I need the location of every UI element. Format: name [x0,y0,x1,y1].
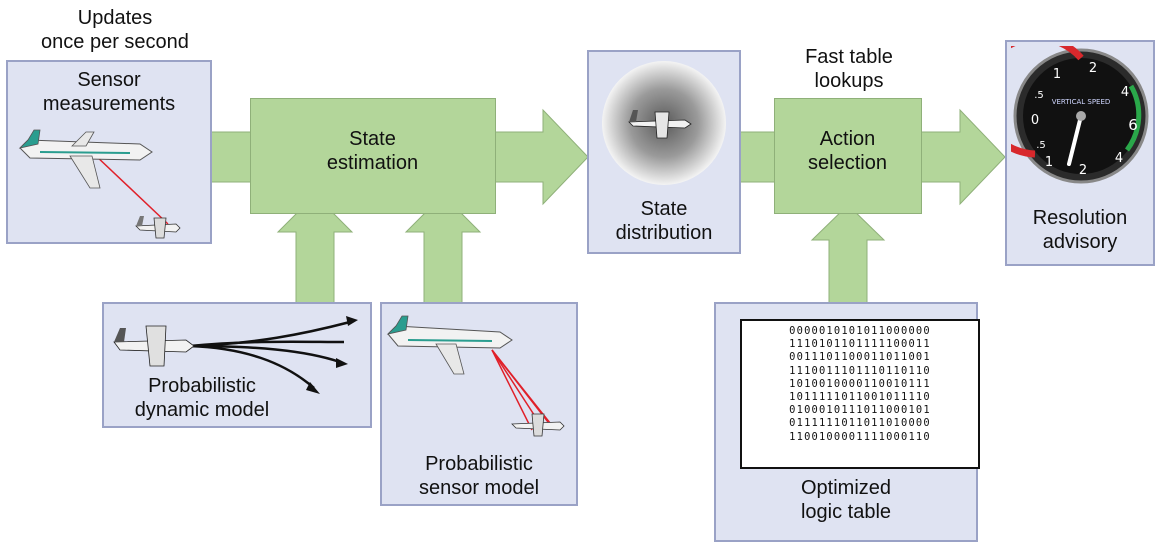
state-distribution-panel: State distribution [587,50,741,254]
resolution-advisory-panel: 1 2 4 .5 6 0 .5 1 2 4 VERTICAL SPEED Res… [1005,40,1155,266]
distribution-plane-icon [628,110,692,139]
resolution-advisory-label: Resolution advisory [1007,206,1153,254]
state-distribution-line-2: distribution [615,222,713,244]
arrow-table-up [810,204,886,304]
arrow-sensor-to-estimation [209,131,253,183]
resolution-advisory-line-2: advisory [1042,231,1118,253]
action-selection-box: Action selection [774,98,922,214]
action-selection-line-2: selection [808,152,887,174]
fast-table-label: Fast table lookups [776,45,922,93]
dynamic-model-panel: Probabilistic dynamic model [102,302,372,428]
bits-row: 0011101100011011001 [789,351,931,364]
dynamic-model-label: Probabilistic dynamic model [104,374,300,422]
gauge-caption: VERTICAL SPEED [1052,98,1111,106]
arrow-distribution-to-action [739,131,777,183]
state-estimation-box: State estimation [250,98,496,214]
sensor-model-line-2: sensor model [418,477,540,499]
updates-line-1: Updates [77,7,153,29]
updates-label: Updates once per second [20,6,210,54]
bits-row: 1100100001111000110 [789,430,931,443]
gauge-num-1: 1 [1053,67,1061,82]
fast-table-line-1: Fast table [805,46,893,68]
gauge-num-half-top: .5 [1034,90,1044,101]
resolution-advisory-line-1: Resolution [1032,207,1128,229]
logic-table-grid: 0000010101011000000 1110101101111100011 … [740,319,980,469]
trajectory-3 [189,344,315,389]
logic-table-label: Optimized logic table [716,476,976,524]
airliner-icon [18,129,153,189]
gauge-num-2-bottom: 2 [1079,163,1087,178]
sensor-measurements-line-2: measurements [42,93,176,115]
sensor-model-panel: Probabilistic sensor model [380,302,578,506]
bits-row: 0111111011011010000 [789,417,931,430]
bits-row: 1110101101111100011 [789,338,931,351]
dynamic-small-plane-icon [113,325,195,367]
sensor-model-airliner-icon [386,315,513,375]
arrow-action-to-advisory [919,108,1006,206]
distribution-cloud [602,61,726,185]
trajectory-arrowheads [306,316,358,394]
sensor-model-label: Probabilistic sensor model [382,452,576,500]
bits-row: 1010010000110010111 [789,377,931,390]
state-estimation-line-1: State [349,128,396,150]
action-selection-line-1: Action [819,128,876,150]
logic-table-line-2: logic table [800,501,892,523]
gauge-num-2: 2 [1089,61,1097,76]
gauge-needle [1067,114,1083,166]
gauge-numbers: 1 2 4 .5 6 0 .5 1 2 4 [1031,61,1138,178]
dynamic-model-line-1: Probabilistic [148,375,256,397]
fast-table-line-2: lookups [814,70,884,92]
arrow-estimation-to-distribution [493,108,589,206]
sensor-measurements-line-1: Sensor [77,69,141,91]
gauge-hub [1076,111,1086,121]
sensor-ray [93,153,169,225]
gauge-num-1-bottom: 1 [1045,155,1053,170]
logic-table-line-1: Optimized [800,477,892,499]
trajectory-lines [189,320,351,389]
green-arc [1124,84,1142,152]
sensor-model-small-plane-icon [511,413,565,437]
action-selection-label: Action selection [775,127,920,175]
state-distribution-line-1: State [640,198,688,220]
gauge-num-6: 6 [1128,116,1138,134]
bits-row: 0100010111011000101 [789,404,931,417]
gauge-num-half-bottom: .5 [1036,140,1046,151]
state-distribution-label: State distribution [589,197,739,245]
dynamic-model-illustration [113,316,358,394]
bits-row: 0000010101011000000 [789,325,931,337]
sensor-model-line-1: Probabilistic [425,453,533,475]
sensor-measurements-label: Sensor measurements [8,68,210,116]
sensor-model-rays [491,349,555,431]
sensor-scene-illustration [18,129,181,239]
state-estimation-label: State estimation [251,127,494,175]
small-plane-icon [135,216,181,239]
gauge-num-4: 4 [1121,85,1129,100]
sensor-measurements-panel: Sensor measurements [6,60,212,244]
sensor-model-illustration [386,315,565,437]
trajectory-2 [189,344,341,364]
gauge-num-4-bottom: 4 [1115,151,1123,166]
updates-line-2: once per second [41,31,189,53]
gauge-num-0: 0 [1031,113,1039,128]
bits-row: 1110011101110110110 [789,364,931,377]
dynamic-model-line-2: dynamic model [134,399,270,421]
state-estimation-line-2: estimation [326,152,419,174]
bits-row: 1011111011001011110 [789,390,931,403]
vertical-speed-gauge: 1 2 4 .5 6 0 .5 1 2 4 VERTICAL SPEED [1011,46,1149,184]
